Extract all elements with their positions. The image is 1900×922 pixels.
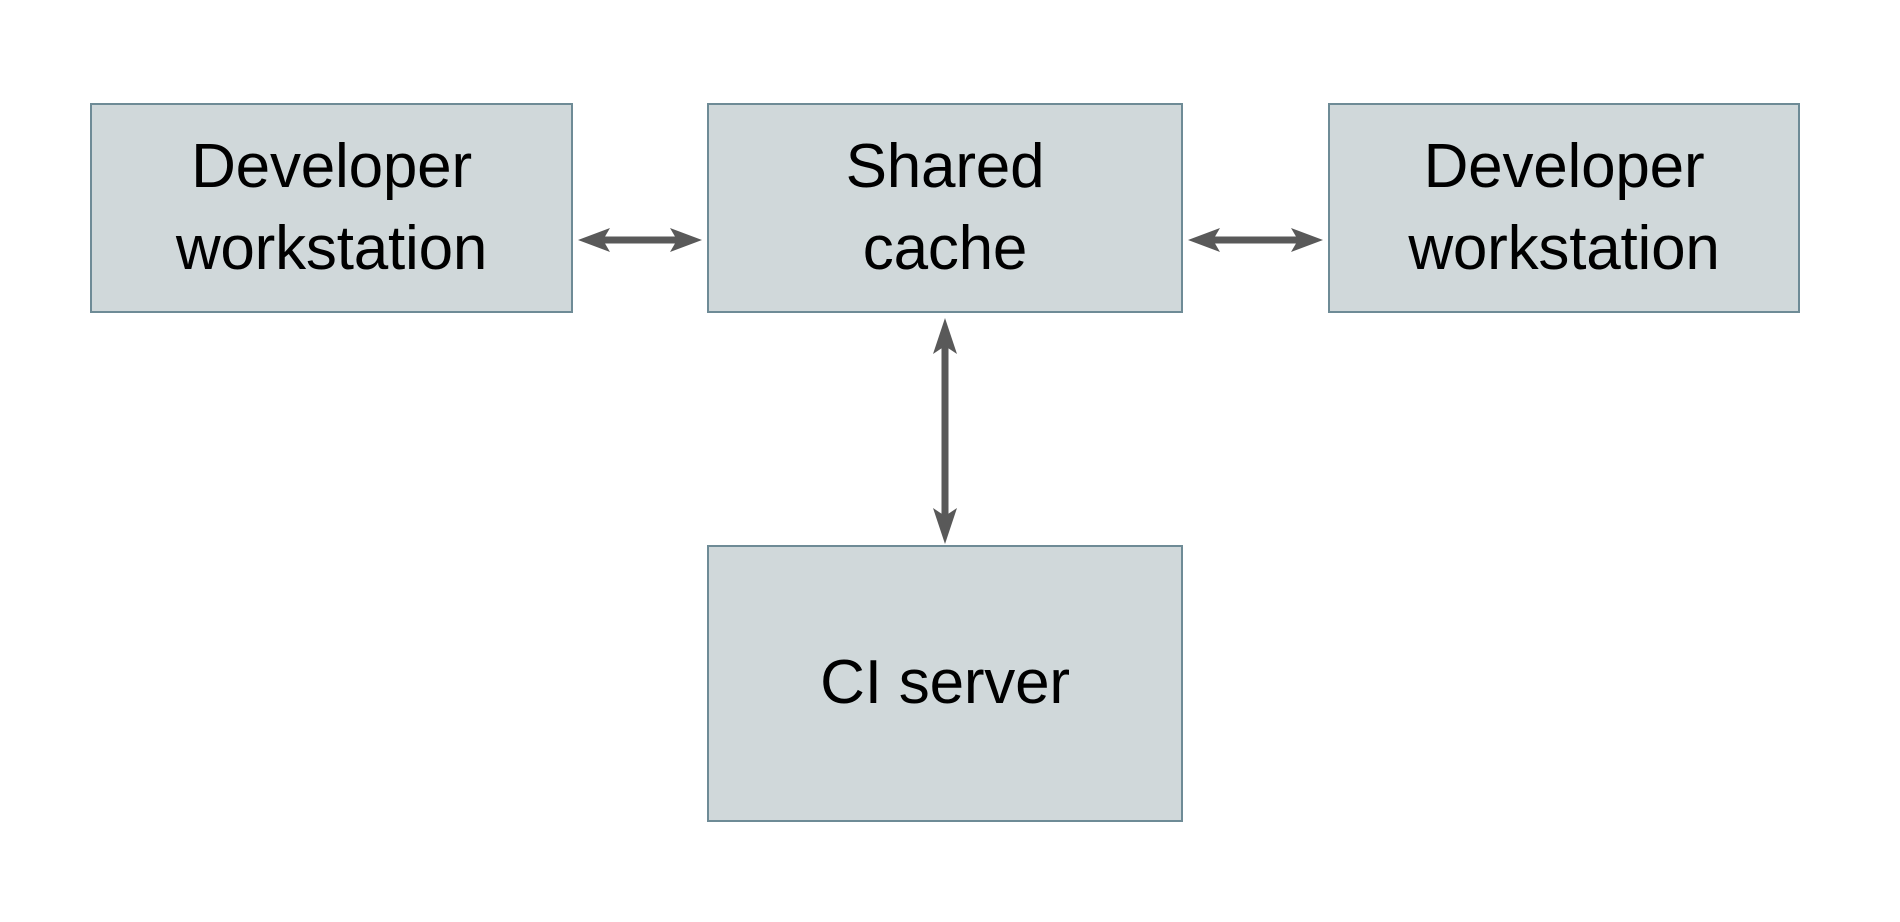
connector-ci-server-to-shared-cache (913, 310, 977, 552)
double-arrow-horizontal-icon (1188, 228, 1323, 252)
node-label-ci-server: CI server (820, 648, 1070, 718)
node-developer-workstation-right[interactable]: Developer workstation (1328, 103, 1800, 313)
double-arrow-horizontal-icon (578, 228, 702, 252)
connector-shared-cache-to-right-workstation (1176, 208, 1335, 272)
node-ci-server[interactable]: CI server (707, 545, 1183, 822)
connector-left-workstation-to-shared-cache (566, 208, 714, 272)
node-developer-workstation-left[interactable]: Developer workstation (90, 103, 573, 313)
node-label-shared-cache: Shared cache (845, 132, 1045, 283)
node-shared-cache[interactable]: Shared cache (707, 103, 1183, 313)
node-label-developer-workstation-left: Developer workstation (175, 132, 488, 283)
node-label-developer-workstation-right: Developer workstation (1408, 132, 1720, 283)
double-arrow-vertical-icon (933, 318, 957, 544)
